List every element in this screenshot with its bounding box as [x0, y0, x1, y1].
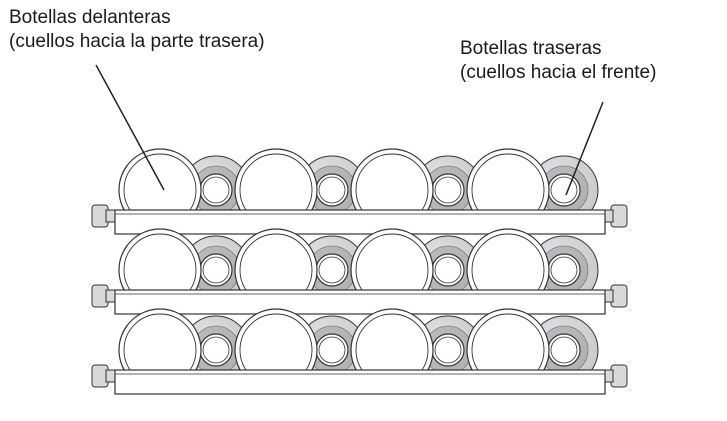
rail-right-knob: [602, 284, 628, 308]
back-bottle: [297, 235, 367, 305]
back-bottle: [529, 155, 599, 225]
back-bottle: [413, 235, 483, 305]
back-bottle: [297, 315, 367, 385]
back-bottle: [181, 235, 251, 305]
shelves: [91, 148, 628, 395]
back-bottle: [181, 315, 251, 385]
shelf: [91, 308, 628, 395]
back-bottles-label-line2: (cuellos hacia el frente): [460, 62, 657, 83]
rail-left-knob: [91, 364, 117, 388]
back-bottle: [529, 315, 599, 385]
back-bottles-label: Botellas traseras (cuellos hacia el fren…: [460, 37, 656, 85]
back-label-leader-line: [565, 101, 604, 196]
rail-right-knob: [602, 364, 628, 388]
back-bottle: [529, 235, 599, 305]
front-label-leader-line: [95, 64, 165, 191]
rail-left-knob: [91, 284, 117, 308]
front-bottles-label: Botellas delanteras (cuellos hacia la pa…: [9, 6, 265, 54]
rail-left-knob: [91, 204, 117, 228]
leader-lines: [95, 64, 604, 196]
front-bottles-label-line2: (cuellos hacia la parte trasera): [9, 31, 265, 52]
shelf: [91, 228, 628, 315]
shelf: [91, 148, 628, 235]
rail-right-knob: [602, 204, 628, 228]
back-bottle: [413, 155, 483, 225]
back-bottle: [413, 315, 483, 385]
front-bottles-label-line1: Botellas delanteras: [9, 7, 171, 28]
back-bottles-label-line1: Botellas traseras: [460, 38, 602, 59]
